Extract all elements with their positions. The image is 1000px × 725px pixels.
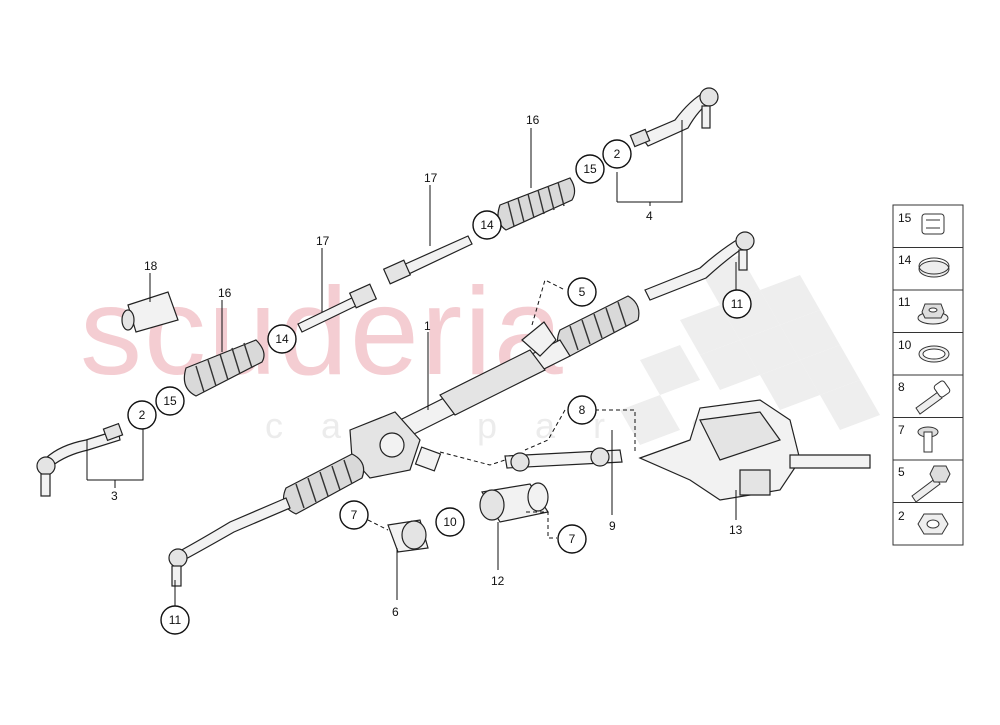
svg-text:10: 10	[898, 338, 912, 352]
label-18: 18	[144, 259, 158, 273]
legend-row-8: 8	[892, 374, 964, 418]
leader-lines	[86, 120, 737, 606]
svg-text:7: 7	[569, 532, 576, 546]
svg-text:11: 11	[731, 297, 744, 311]
steering-rack-assembly	[168, 231, 755, 587]
legend-row-10: 10	[892, 332, 964, 376]
bearing-bushing	[387, 519, 429, 553]
legend-row-15: 15	[892, 204, 964, 248]
svg-text:15: 15	[898, 211, 912, 225]
label-1: 1	[424, 319, 431, 333]
svg-text:11: 11	[169, 613, 182, 627]
hex-bolt-icon	[911, 465, 951, 503]
callout-14-upper: 14	[472, 210, 502, 240]
svg-text:14: 14	[898, 253, 912, 267]
callout-11-right: 11	[722, 289, 752, 319]
bolt-icon	[915, 380, 951, 415]
callout-7-left: 7	[339, 500, 369, 530]
flange-bolt-icon	[917, 426, 939, 453]
callout-2-upper: 2	[602, 139, 632, 169]
clamp-icon	[921, 213, 945, 235]
svg-text:15: 15	[163, 394, 177, 408]
callout-15-upper: 15	[575, 154, 605, 184]
bellows-boot-upper	[497, 177, 576, 231]
callout-14-left: 14	[267, 324, 297, 354]
legend-row-11: 11	[892, 289, 964, 333]
label-3: 3	[111, 489, 118, 503]
svg-text:5: 5	[579, 285, 586, 299]
callout-15-left: 15	[155, 386, 185, 416]
label-12: 12	[491, 574, 505, 588]
svg-text:15: 15	[583, 162, 597, 176]
legend-row-2: 2	[892, 502, 964, 546]
callout-5: 5	[567, 277, 597, 307]
intermediate-shaft	[504, 447, 623, 472]
svg-text:2: 2	[898, 509, 905, 523]
bellows-boot-left	[183, 339, 265, 397]
tie-rod-end-left	[36, 422, 124, 497]
legend-row-7: 7	[892, 417, 964, 461]
label-4: 4	[646, 209, 653, 223]
svg-text:8: 8	[898, 380, 905, 394]
part-labels: 16 17 17 16 18 1 4 3 9 13 6 12	[111, 113, 743, 619]
svg-text:11: 11	[898, 295, 911, 309]
legend-row-5: 5	[892, 459, 964, 503]
steering-column	[638, 399, 871, 501]
svg-text:10: 10	[443, 515, 457, 529]
svg-text:14: 14	[480, 218, 494, 232]
ring-clamp-icon	[918, 345, 950, 363]
svg-text:2: 2	[614, 147, 621, 161]
svg-text:2: 2	[139, 408, 146, 422]
callout-11-left: 11	[160, 605, 190, 635]
label-6: 6	[392, 605, 399, 619]
hex-nut-icon	[917, 513, 949, 535]
svg-text:5: 5	[898, 465, 905, 479]
svg-text:14: 14	[275, 332, 289, 346]
svg-text:7: 7	[351, 508, 358, 522]
tie-rod-end-upper	[629, 87, 719, 148]
callout-7-right: 7	[557, 524, 587, 554]
legend-row-14: 14	[892, 247, 964, 291]
parts-legend: 15 14 11	[892, 204, 964, 546]
callout-10: 10	[435, 507, 465, 537]
flange-nut-icon	[917, 303, 949, 325]
inner-tie-rod-left	[297, 283, 378, 333]
band-clamp-icon	[918, 257, 950, 278]
callout-2-left: 2	[127, 400, 157, 430]
svg-text:7: 7	[898, 423, 905, 437]
label-17-upper: 17	[424, 171, 438, 185]
label-17-left: 17	[316, 234, 330, 248]
label-16-upper: 16	[526, 113, 540, 127]
watermark-checker	[620, 255, 880, 445]
column-boot	[479, 482, 549, 523]
callout-8: 8	[567, 395, 597, 425]
svg-text:8: 8	[579, 403, 586, 417]
label-16-left: 16	[218, 286, 232, 300]
label-13: 13	[729, 523, 743, 537]
inner-tie-rod-upper	[382, 235, 473, 285]
protective-cap	[121, 291, 179, 333]
label-9: 9	[609, 519, 616, 533]
